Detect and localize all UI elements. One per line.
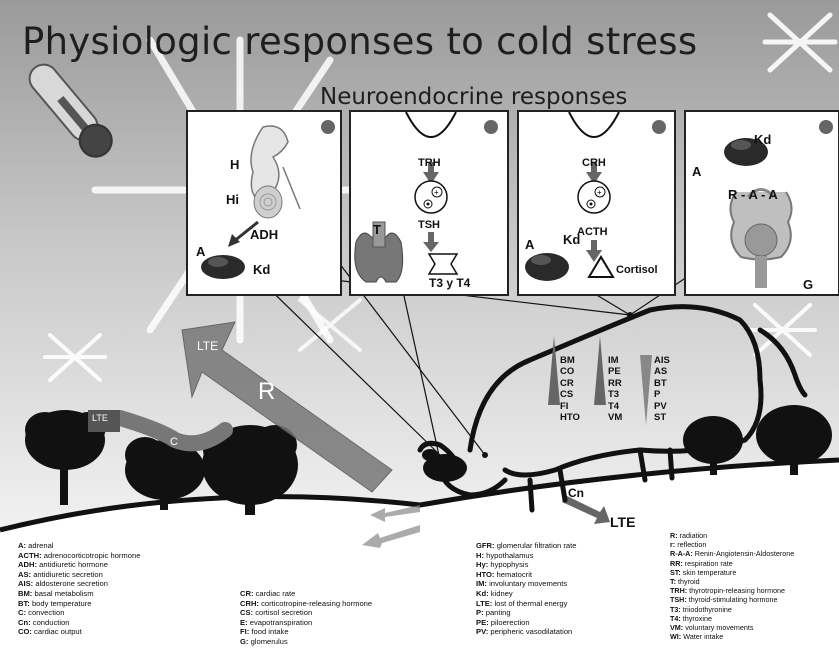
label-glomerulus: G — [803, 277, 813, 292]
legend-item: WI: Water intake — [670, 632, 794, 641]
legend-item: PV: peripheric vasodilatation — [476, 627, 576, 637]
legend-item: H: hypothalamus — [476, 551, 576, 561]
legend-item: T4: thyroxine — [670, 614, 794, 623]
label-adrenal: A — [525, 237, 534, 252]
legend-item: TSH: thyroid-stimulating hormone — [670, 595, 794, 604]
label-adrenal: A — [196, 244, 205, 259]
legend-item: T3: triiodothyronine — [670, 605, 794, 614]
lte-ground-label: LTE — [610, 514, 635, 530]
label-t3-t4: T3 y T4 — [429, 276, 470, 290]
label-adh: ADH — [250, 227, 278, 242]
label-raa: R - A - A — [728, 187, 778, 202]
legend-item: FI: food intake — [240, 627, 372, 637]
legend-item: CS: cortisol secretion — [240, 608, 372, 618]
page-subtitle: Neuroendocrine responses — [320, 84, 627, 110]
label-acth: ACTH — [577, 226, 608, 238]
svg-text:+: + — [597, 188, 602, 197]
radiation-label: R — [258, 378, 275, 406]
legend-item: R-A-A: Renin-Angiotensin-Aldosterone — [670, 549, 794, 558]
lte-label: LTE — [197, 339, 218, 353]
legend-item: ADH: antidiuretic hormone — [18, 560, 140, 570]
legend-item: C: convection — [18, 608, 140, 618]
legend-item: HTO: hematocrit — [476, 570, 576, 580]
legend-item: r: reflection — [670, 540, 794, 549]
legend-item: ACTH: adrenocorticotropic hormone — [18, 551, 140, 561]
svg-text:+: + — [434, 188, 439, 197]
convection-label: C — [170, 436, 178, 448]
label-hypothalamus: H — [230, 157, 239, 172]
label-kidney: Kd — [253, 262, 270, 277]
legend-item: PE: piloerection — [476, 618, 576, 628]
label-kidney: Kd — [563, 232, 580, 247]
legend-item: VM: voluntary movements — [670, 623, 794, 632]
label-adrenal: A — [692, 164, 701, 179]
legend-item: G: glomerulus — [240, 637, 372, 647]
legend-item: AS: antidiuretic secretion — [18, 570, 140, 580]
label-tsh: TSH — [418, 219, 440, 231]
legend-item: LTE: lost of thermal energy — [476, 599, 576, 609]
thyroid-axis-illustration: + — [351, 112, 507, 294]
legend-item: T: thyroid — [670, 577, 794, 586]
label-hypophysis: Hi — [226, 192, 239, 207]
conduction-label: Cn — [568, 486, 584, 500]
legend-item: TRH: thyrotropin-releasing hormone — [670, 586, 794, 595]
legend-item: Cn: conduction — [18, 618, 140, 628]
page-title: Physiologic responses to cold stress — [22, 20, 697, 63]
legend-item: CR: cardiac rate — [240, 589, 372, 599]
legend-item: IM: involuntary movements — [476, 579, 576, 589]
legend-item: A: adrenal — [18, 541, 140, 551]
legend-item: AIS: aldosterone secretion — [18, 579, 140, 589]
label-trh: TRH — [418, 157, 441, 169]
legend-item: R: radiation — [670, 531, 794, 540]
legend-col1: A: adrenal ACTH: adrenocorticotropic hor… — [18, 541, 140, 637]
legend-item: ST: skin temperature — [670, 568, 794, 577]
label-thyroid: T — [373, 222, 381, 237]
panel-cortisol: + CRH ACTH A Kd Cortisol — [517, 110, 676, 296]
legend-item: E: evapotranspiration — [240, 618, 372, 628]
legend-item: CO: cardiac output — [18, 627, 140, 637]
legend-item: Hy: hypophysis — [476, 560, 576, 570]
legend-item: BM: basal metabolism — [18, 589, 140, 599]
panel-thyroid: + TRH TSH T T3 y T4 — [349, 110, 509, 296]
legend-item: RR: respiration rate — [670, 559, 794, 568]
label-cortisol: Cortisol — [616, 264, 658, 276]
panel-adh: H Hi ADH A Kd — [186, 110, 342, 296]
panel-raa: A Kd R - A - A G — [684, 110, 839, 296]
legend-col3: GFR: glomerular filtration rate H: hypot… — [476, 541, 576, 637]
label-crh: CRH — [582, 157, 606, 169]
legend-item: P: panting — [476, 608, 576, 618]
legend-col4: R: radiation r: reflection R-A-A: Renin-… — [670, 531, 794, 641]
legend-item: CRH: corticotropine-releasing hormone — [240, 599, 372, 609]
legend-col2: CR: cardiac rate CRH: corticotropine-rel… — [240, 589, 372, 647]
label-kidney: Kd — [754, 132, 771, 147]
legend-item: Kd: kidney — [476, 589, 576, 599]
lte-small-label: LTE — [92, 413, 108, 423]
legend-item: GFR: glomerular filtration rate — [476, 541, 576, 551]
legend-item: BT: body temperature — [18, 599, 140, 609]
